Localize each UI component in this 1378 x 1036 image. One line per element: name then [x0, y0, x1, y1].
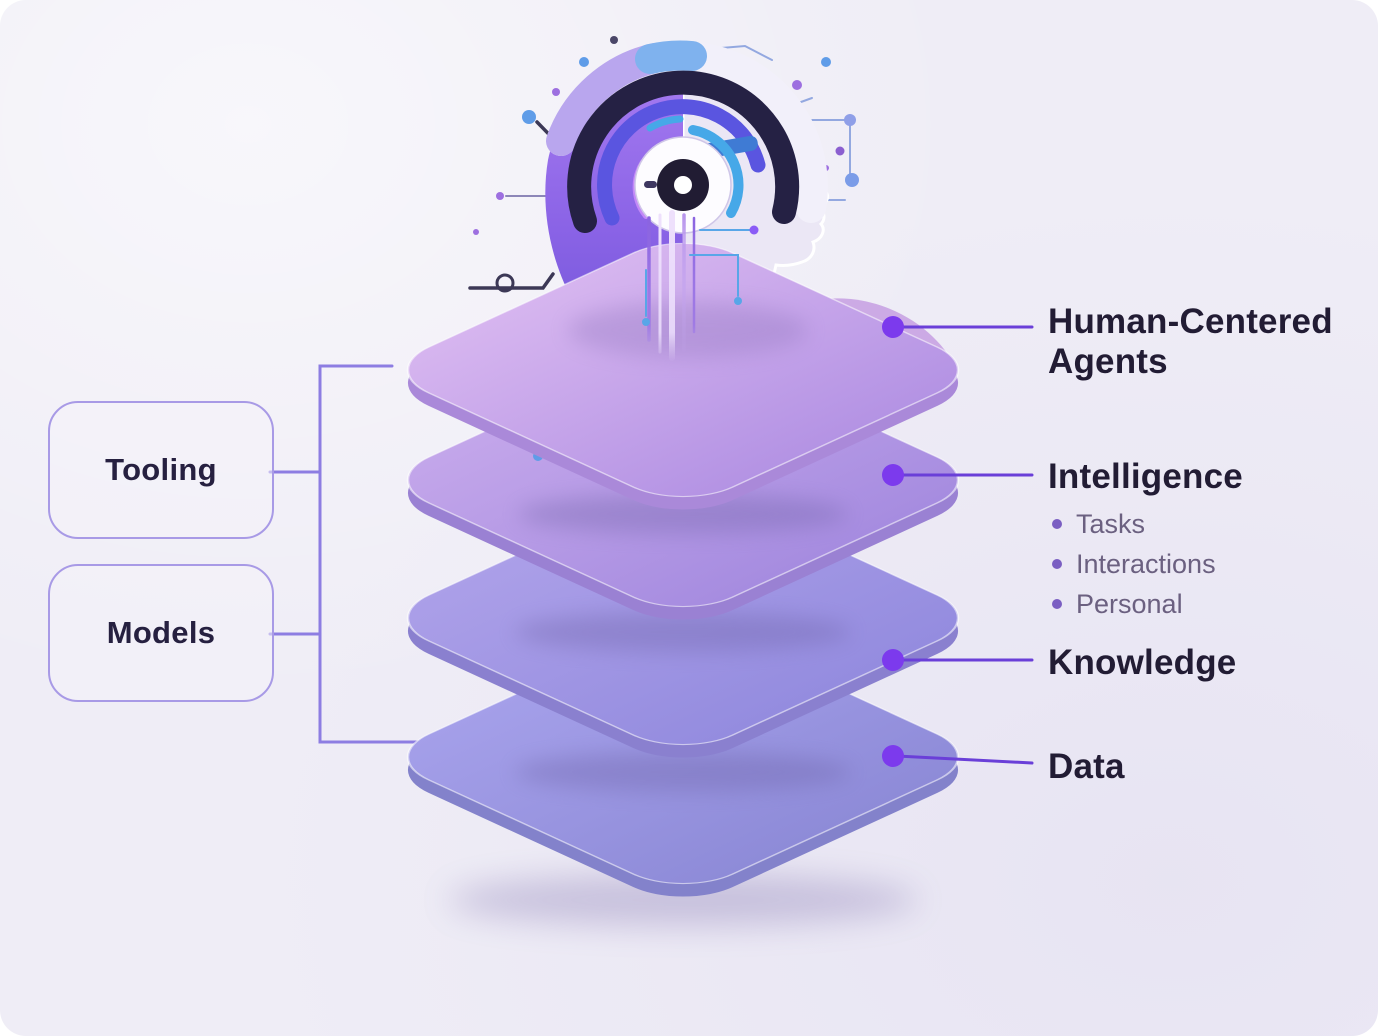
- callout-dot-intelligence: [882, 464, 904, 486]
- bullet-dot-icon: [1052, 599, 1062, 609]
- callout-markers: [882, 316, 1034, 767]
- callout-dot-knowledge: [882, 649, 904, 671]
- bullet-dot-icon: [1052, 559, 1062, 569]
- tooling-box-label: Tooling: [105, 452, 217, 487]
- brain-arcs: [546, 40, 828, 233]
- bullet-item-tasks: Tasks: [1052, 504, 1216, 544]
- ground-shadow: [448, 874, 918, 926]
- label-human-centered-agents: Human-Centered Agents: [1048, 302, 1333, 381]
- bracket-line: [318, 364, 434, 744]
- callout-line-data: [895, 754, 1034, 765]
- models-box-label: Models: [106, 615, 216, 650]
- intelligence-bullet-list: Tasks Interactions Personal: [1052, 504, 1216, 624]
- bullet-label: Tasks: [1076, 508, 1146, 539]
- bullet-label: Interactions: [1076, 548, 1216, 579]
- inter-layer-shadow: [515, 612, 851, 652]
- bullet-label: Personal: [1076, 588, 1183, 619]
- layer-stack: [406, 36, 1034, 926]
- callout-dot-human-centered-agents: [882, 316, 904, 338]
- layer-human-centered-agents: [406, 242, 960, 510]
- left-bracket-connectors: [268, 364, 434, 744]
- label-knowledge: Knowledge: [1048, 643, 1237, 682]
- data-cables: [642, 210, 759, 361]
- bullet-item-interactions: Interactions: [1052, 544, 1216, 584]
- models-box: Models: [48, 564, 274, 702]
- inter-layer-shadow: [518, 494, 848, 534]
- bullet-dot-icon: [1052, 519, 1062, 529]
- head-shadow-on-layer: [568, 302, 808, 358]
- label-data: Data: [1048, 747, 1125, 786]
- tooling-box: Tooling: [48, 401, 274, 539]
- callout-dot-data: [882, 745, 904, 767]
- bullet-item-personal: Personal: [1052, 584, 1216, 624]
- label-intelligence: Intelligence: [1048, 457, 1243, 496]
- inter-layer-shadow: [515, 752, 851, 792]
- eye-lens: [634, 136, 732, 234]
